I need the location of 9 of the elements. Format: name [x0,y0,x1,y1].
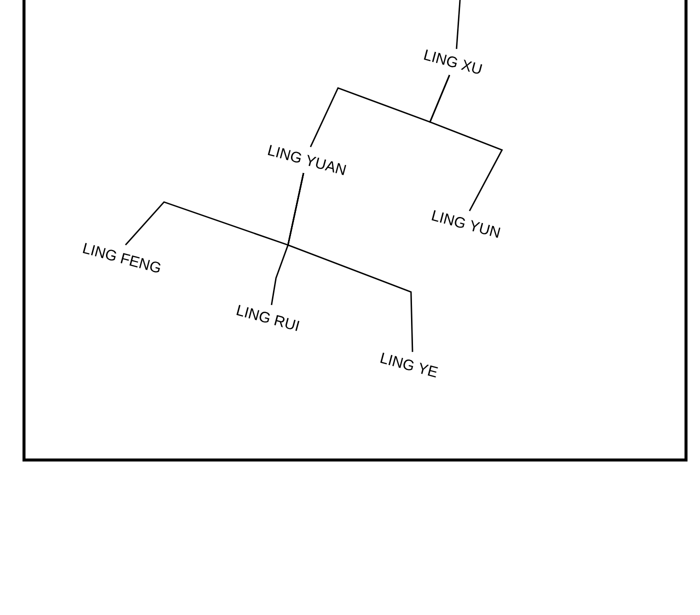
name-label: LING RUI [236,304,300,332]
tree-line [287,172,414,352]
name-label: LING YE [380,352,438,378]
name-label: LING YUAN [268,144,346,176]
name-label: LING YUN [432,210,500,238]
tree-line [429,74,503,212]
tree-line [456,0,461,49]
name-label: LING XU [424,50,482,74]
name-label: LING FENG [82,242,160,272]
